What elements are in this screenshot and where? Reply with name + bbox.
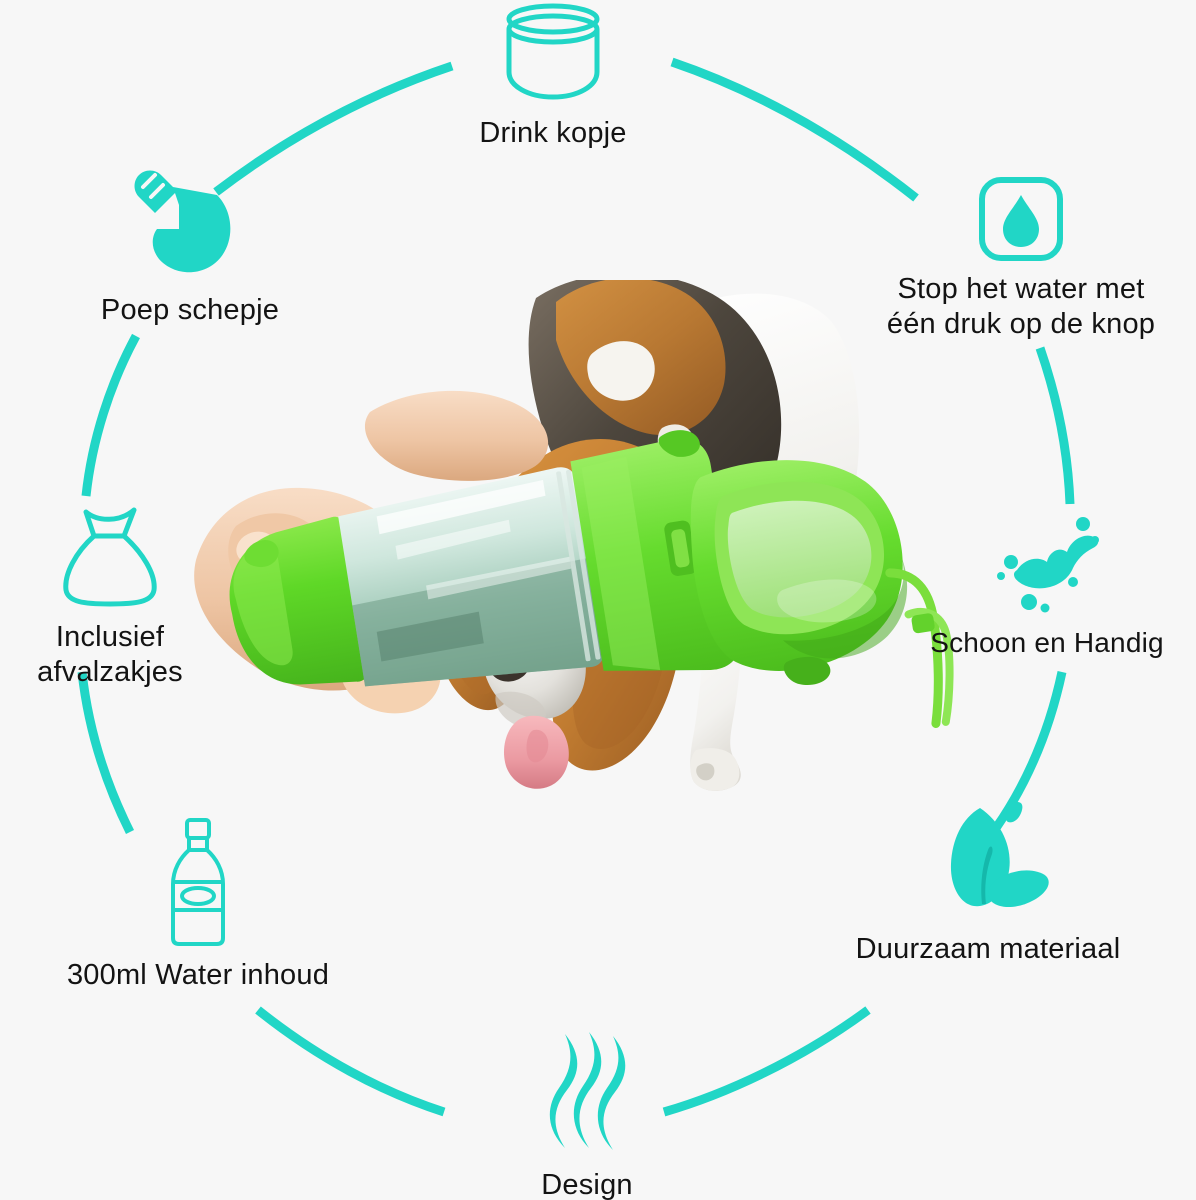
feature-drink-cup: Drink kopje bbox=[378, 2, 728, 150]
feature-durable-material: Duurzaam materiaal bbox=[838, 800, 1138, 966]
feature-label: 300ml Water inhoud bbox=[66, 959, 330, 991]
cup-outline-icon-wrap bbox=[494, 2, 612, 106]
feature-label: Drink kopje bbox=[479, 117, 627, 149]
arc-design-to-water bbox=[255, 1006, 446, 1117]
arc-stop-to-schoon bbox=[1035, 346, 1075, 505]
feature-waste-bags: Inclusief afvalzakjes bbox=[0, 498, 220, 690]
feature-label: Poep schepje bbox=[100, 294, 280, 326]
product-photo bbox=[190, 280, 980, 910]
feature-design: Design bbox=[462, 1028, 712, 1200]
feature-label: Stop het water met één druk op de knop bbox=[886, 273, 1156, 341]
cup-outline-icon bbox=[506, 3, 600, 100]
water-bottle-outline-icon bbox=[171, 818, 225, 946]
poop-scoop-shovel-icon-wrap bbox=[129, 165, 251, 283]
water-drop-in-rounded-square-icon bbox=[979, 177, 1063, 261]
feature-label: Design bbox=[541, 1169, 633, 1200]
leaves-icon bbox=[950, 802, 1049, 908]
leaves-icon-wrap bbox=[924, 800, 1052, 922]
wavy-lines-icon bbox=[549, 1032, 626, 1150]
waste-bag-outline-icon-wrap bbox=[54, 498, 166, 610]
feature-stop-water: Stop het water met één druk op de knop bbox=[846, 176, 1196, 343]
pet-water-bottle bbox=[229, 430, 954, 728]
feature-clean-handy: Schoon en Handig bbox=[898, 508, 1196, 659]
arc-afval-to-poep bbox=[81, 333, 140, 497]
arc-water-to-afval bbox=[77, 671, 135, 835]
feature-poop-scoop: Poep schepje bbox=[50, 165, 330, 327]
waste-bag-outline-icon bbox=[63, 507, 157, 607]
feature-label: Duurzaam materiaal bbox=[855, 933, 1121, 965]
feature-label: Schoon en Handig bbox=[930, 627, 1164, 658]
wavy-lines-icon-wrap bbox=[541, 1028, 633, 1158]
water-bottle-outline-icon-wrap bbox=[162, 816, 234, 948]
feature-water-capacity: 300ml Water inhoud bbox=[18, 816, 378, 992]
feature-label: Inclusief afvalzakjes bbox=[37, 621, 183, 688]
poop-scoop-shovel-icon bbox=[134, 170, 231, 273]
water-splash-icon-wrap bbox=[987, 508, 1107, 616]
water-splash-icon bbox=[997, 517, 1099, 613]
water-drop-in-rounded-square-icon-wrap bbox=[978, 176, 1064, 262]
